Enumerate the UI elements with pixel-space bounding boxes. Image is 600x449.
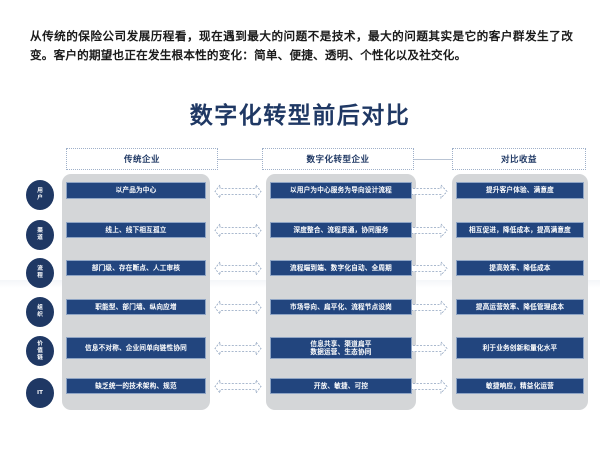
cell-benefit-row3: 提高效率、降低成本	[456, 260, 584, 276]
cell-benefit-row5: 利于业务创新和量化水平	[456, 337, 584, 359]
arrow-left-row4	[214, 300, 262, 315]
arrow-left-row5	[214, 341, 262, 356]
category-pill-char: 程	[37, 273, 43, 279]
cell-benefit-row1: 提升客户体验、满意度	[456, 182, 584, 199]
category-pill-char: 组	[37, 305, 43, 311]
cell-traditional-row2: 线上、线下相互孤立	[66, 222, 206, 238]
category-pill-char: 用	[37, 188, 43, 194]
column-header-row: 传统企业 数字化转型企业 对比收益	[0, 148, 600, 172]
arrow-left-row6	[214, 379, 262, 394]
category-pill-6: IT	[26, 378, 54, 408]
category-pill-char: 道	[37, 235, 43, 241]
cell-digital-row1: 以用户为中心服务为导向设计流程	[270, 182, 412, 199]
cell-digital-row6: 开放、敏捷、可控	[270, 378, 412, 394]
cell-benefit-row2: 相互促进，降低成本，提高满意度	[456, 222, 584, 238]
cell-traditional-row3: 部门级、存在断点、人工审核	[66, 260, 206, 276]
arrow-left-row2	[214, 223, 262, 238]
category-pill-3: 流程	[26, 258, 54, 288]
header-connector-2	[414, 159, 452, 160]
cell-digital-row4: 市场导向、扁平化、流程节点设岗	[270, 299, 412, 315]
category-pill-char: IT	[37, 389, 43, 396]
category-pill-char: 织	[37, 312, 43, 318]
cell-line: 数据运营、生态协同	[310, 348, 372, 356]
cell-benefit-row4: 提高运营效率、降低管理成本	[456, 299, 584, 315]
column-header-benefit: 对比收益	[452, 148, 586, 170]
category-pill-char: 值	[37, 347, 43, 354]
category-pill-char: 链	[37, 354, 43, 361]
cell-benefit-row6: 敏捷响应，精益化运营	[456, 378, 584, 394]
cell-traditional-row4: 职能型、部门墙、纵向应增	[66, 299, 206, 315]
panel-traditional	[62, 174, 210, 410]
cell-traditional-row6: 缺乏统一的技术架构、规范	[66, 378, 206, 394]
intro-paragraph: 从传统的保险公司发展历程看，现在遇到最大的问题不是技术，最大的问题其实是它的客户…	[30, 29, 573, 62]
panel-benefit	[452, 174, 588, 410]
cell-traditional-row5: 信息不对称、企业间单向链性协同	[66, 337, 206, 359]
page-title: 数字化转型前后对比	[189, 103, 411, 129]
comparison-diagram: 传统企业 数字化转型企业 对比收益 用户渠道流程组织价值链 IT 以产品为中心 以用…	[0, 140, 600, 420]
cell-digital-row3: 流程端到端、数字化自动、全周期	[270, 260, 412, 276]
category-pill-char: 渠	[37, 228, 43, 234]
column-header-digital: 数字化转型企业	[262, 148, 414, 170]
arrow-left-row1	[214, 183, 262, 199]
cell-digital-row5: 信息共享、渠道扁平数据运营、生态协同	[270, 337, 412, 359]
header-connector-1	[218, 159, 262, 160]
column-header-traditional: 传统企业	[66, 148, 218, 170]
category-pill-1: 用户	[26, 180, 54, 210]
panel-digital	[266, 174, 416, 410]
cell-line: 信息共享、渠道扁平	[310, 339, 372, 348]
arrow-left-row3	[214, 261, 262, 276]
category-pill-5: 价值链	[26, 336, 54, 366]
category-pill-2: 渠道	[26, 220, 54, 250]
cell-digital-row2: 深度整合、流程贯通，协同服务	[270, 222, 412, 238]
category-pill-char: 价	[37, 340, 43, 347]
category-pill-4: 组织	[26, 297, 54, 327]
category-pill-char: 流	[37, 266, 43, 272]
cell-traditional-row1: 以产品为中心	[66, 182, 206, 199]
category-pill-char: 户	[37, 195, 43, 201]
